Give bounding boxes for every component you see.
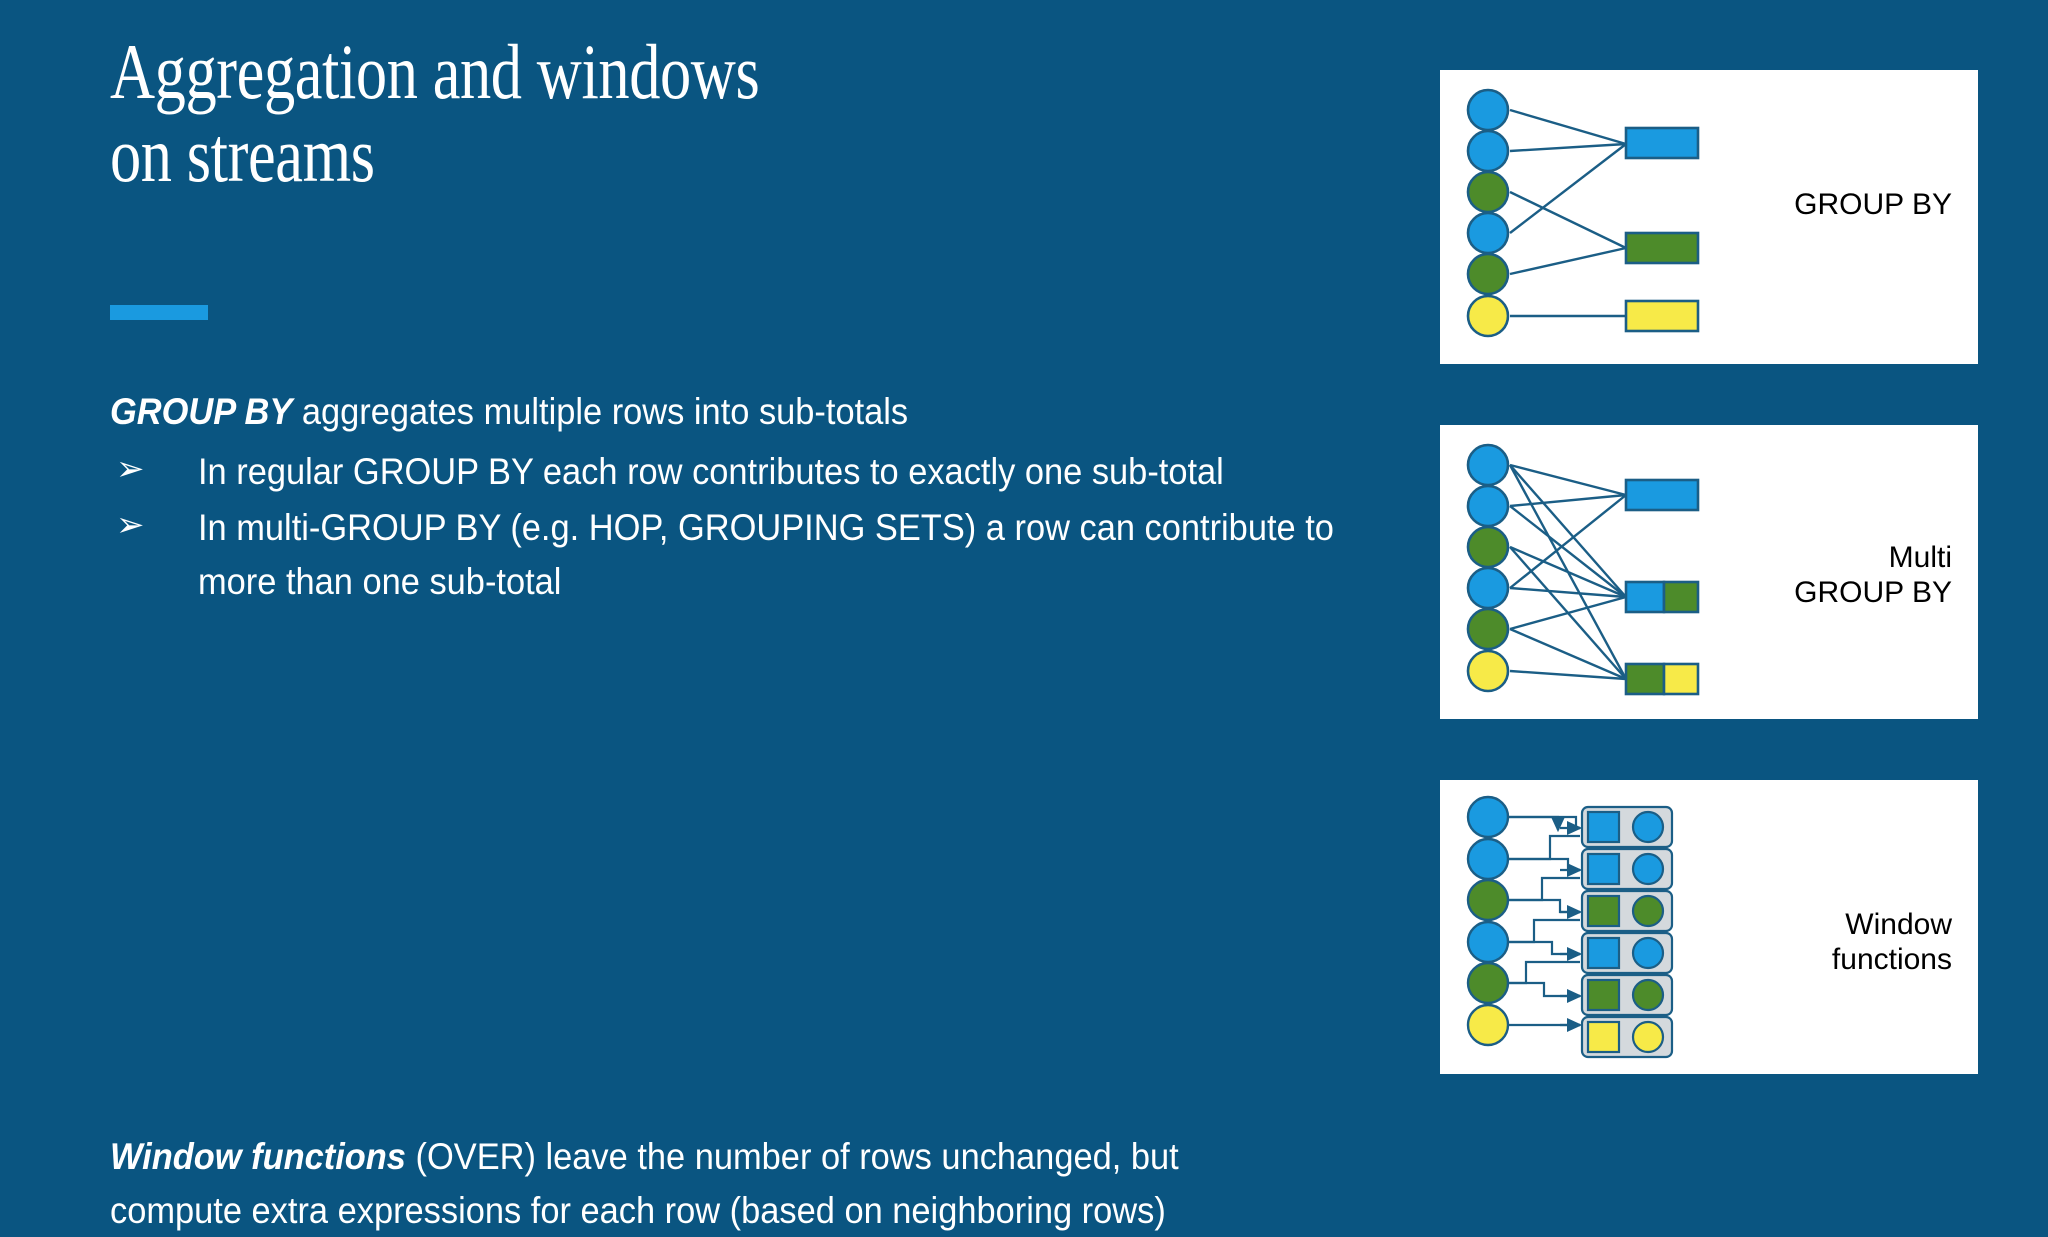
input-node-green [1466,878,1510,922]
edges-group [1509,108,1627,318]
paragraph-group-by: GROUP BY aggregates multiple rows into s… [110,385,1245,439]
arrow-bullet-icon: ➢ [116,506,145,545]
input-node-blue [1466,837,1510,881]
diagram-label-group-by: GROUP BY [1794,188,1952,221]
output-box-blue [1624,478,1700,512]
input-node-blue [1466,795,1510,839]
connector-lines-group [1508,815,1580,1027]
input-node-green [1466,252,1510,296]
page-title: Aggregation and windows on streams [110,28,760,199]
bullet-list: ➢ In regular GROUP BY each row contribut… [110,445,1334,610]
bullet-text: In multi-GROUP BY (e.g. HOP, GROUPING SE… [198,507,1334,603]
paragraph-1-rest: aggregates multiple rows into sub-totals [292,391,909,432]
input-node-green [1466,170,1510,214]
input-node-blue [1466,920,1510,964]
bullet-text: In regular GROUP BY each row contributes… [198,450,1224,492]
input-node-blue [1466,443,1510,487]
output-row-green [1580,973,1674,1017]
arrow-bullet-icon: ➢ [116,449,145,488]
output-boxes-group [1624,478,1700,696]
output-row-blue [1580,931,1674,975]
input-node-yellow [1466,1003,1510,1047]
output-box-green-yellow [1624,662,1700,696]
input-node-blue [1466,211,1510,255]
list-item: ➢ In regular GROUP BY each row contribut… [110,445,1330,499]
input-node-green [1466,961,1510,1005]
input-nodes-group [1466,795,1510,1047]
diagram-label-window-functions: Window functions [1831,908,1952,976]
paragraph-window-functions: Window functions (OVER) leave the number… [110,1130,1254,1237]
body-content: GROUP BY aggregates multiple rows into s… [110,385,1334,1231]
diagram-card-group-by: GROUP BY [1440,70,1978,364]
group-by-diagram [1466,88,1700,338]
input-node-yellow [1466,649,1510,693]
input-node-yellow [1466,294,1510,338]
output-row-blue [1580,805,1674,849]
diagram-label-multi-group-by: Multi GROUP BY [1794,541,1952,609]
paragraph-2-lead: Window functions [110,1136,406,1177]
output-box-yellow [1624,299,1700,333]
input-nodes-group [1466,443,1510,693]
output-row-yellow [1580,1015,1674,1059]
output-box-blue [1624,126,1700,160]
output-rows-group [1580,805,1674,1059]
accent-bar [110,305,208,320]
left-column: Aggregation and windows on streams GROUP… [110,28,1334,1231]
input-node-blue [1466,129,1510,173]
input-nodes-group [1466,88,1510,338]
multi-group-by-diagram [1466,443,1700,696]
paragraph-1-lead: GROUP BY [110,391,293,432]
arrowheads-group [1560,820,1583,1033]
diagram-card-multi-group-by: Multi GROUP BY [1440,425,1978,719]
window-functions-diagram [1466,795,1674,1059]
input-node-blue [1466,484,1510,528]
diagram-card-window-functions: Window functions [1440,780,1978,1074]
input-node-green [1466,607,1510,651]
slide-root: Aggregation and windows on streams GROUP… [110,28,1978,1231]
input-node-blue [1466,566,1510,610]
list-item: ➢ In multi-GROUP BY (e.g. HOP, GROUPING … [110,501,1334,610]
output-row-green [1580,889,1674,933]
output-boxes-group [1624,126,1700,333]
input-node-green [1466,525,1510,569]
output-row-blue [1580,847,1674,891]
output-box-blue-green [1624,580,1700,614]
input-node-blue [1466,88,1510,132]
output-box-green [1624,231,1700,265]
edges-group [1508,463,1628,681]
